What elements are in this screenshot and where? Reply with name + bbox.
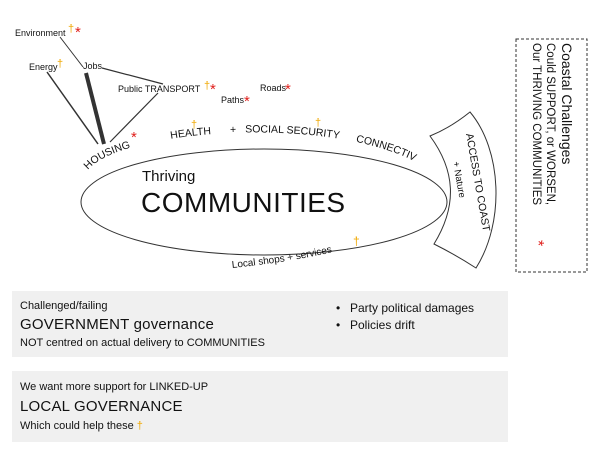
- energy-dagger-marker: †: [57, 58, 63, 70]
- local-governance-box: We want more support for LINKED-UP LOCAL…: [12, 371, 508, 442]
- public-transport-node: Public TRANSPORT: [118, 84, 201, 94]
- gov-title-rest: governance: [133, 316, 215, 333]
- coastal-challenges-star: *: [529, 240, 546, 246]
- gov-title: GOVERNMENT governance: [20, 316, 214, 333]
- government-governance-box: Challenged/failing GOVERNMENT governance…: [12, 291, 508, 357]
- connector-transport-housing: [109, 92, 159, 143]
- jobs-node: Jobs: [83, 61, 103, 71]
- roads-star-marker: *: [285, 81, 291, 98]
- connector-energy-housing: [46, 71, 99, 145]
- transport-star-marker: *: [210, 81, 216, 98]
- access-to-coast-shape: [429, 111, 497, 269]
- local-line3-wrap: Which could help these †: [20, 420, 143, 432]
- social-security-dagger-marker: †: [315, 117, 321, 129]
- environment-dagger-marker: †: [68, 23, 74, 35]
- environment-star-marker: *: [75, 24, 81, 41]
- thriving-communities-ellipse: [80, 148, 448, 256]
- thriving-label: Thriving: [142, 168, 195, 185]
- environment-node: Environment: [15, 28, 66, 38]
- gov-bullet: Party political damages: [334, 300, 474, 317]
- energy-node: Energy: [29, 62, 58, 72]
- communities-label: COMMUNITIES: [141, 187, 346, 218]
- social-security-label: SOCIAL SECURITY: [245, 123, 341, 141]
- transport-dagger-marker: †: [204, 80, 210, 92]
- paths-node: Paths: [221, 95, 245, 105]
- gov-bullets: Party political damages Policies drift: [334, 300, 474, 334]
- gov-line1: Challenged/failing: [20, 300, 108, 312]
- local-line3: Which could help these: [20, 420, 134, 432]
- connector-environment-jobs: [59, 36, 84, 68]
- local-line1: We want more support for LINKED-UP: [20, 381, 209, 393]
- gov-title-strong: GOVERNMENT: [20, 316, 130, 333]
- local-shops-dagger-marker: †: [353, 234, 360, 248]
- connector-jobs-housing: [84, 72, 106, 145]
- health-dagger-marker: †: [191, 119, 197, 131]
- coastal-challenges-line3: Our THRIVING COMMUNITIES: [530, 43, 542, 205]
- gov-line3: NOT centred on actual delivery to COMMUN…: [20, 337, 265, 349]
- roads-node: Roads: [260, 83, 287, 93]
- paths-star-marker: *: [244, 93, 250, 110]
- local-title: LOCAL GOVERNANCE: [20, 398, 183, 415]
- local-dagger-marker: †: [136, 420, 143, 432]
- coastal-challenges-box: [515, 38, 588, 273]
- connector-lines: [46, 36, 164, 145]
- thriving-communities-diagram: Coastal Challenges Could SUPPORT, or WOR…: [0, 0, 588, 273]
- connector-jobs-transport: [101, 67, 164, 85]
- gov-bullet: Policies drift: [334, 317, 474, 334]
- housing-label: HOUSING: [82, 139, 132, 172]
- health-label: HEALTH: [169, 125, 211, 142]
- plus-label: +: [230, 124, 237, 136]
- coastal-challenges-line2: Could SUPPORT, or WORSEN,: [544, 43, 556, 205]
- housing-star-marker: *: [131, 129, 137, 146]
- coastal-challenges-title: Coastal Challenges: [559, 43, 575, 164]
